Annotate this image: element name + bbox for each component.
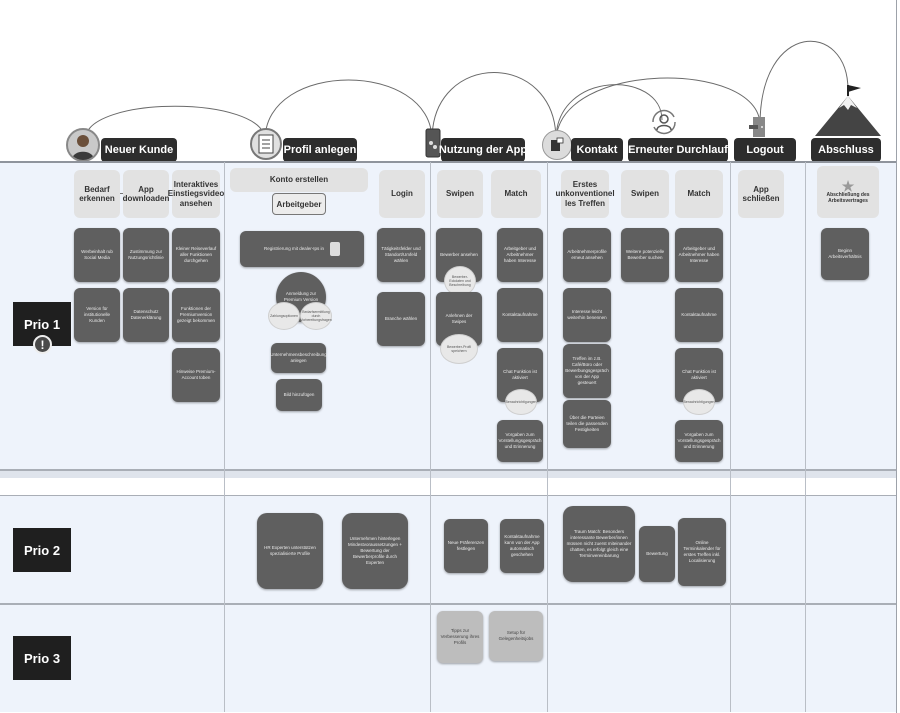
journey-arcs [84, 40, 849, 141]
card: Funktionen der Premiumversion gezeigt be… [172, 288, 220, 342]
card: Tipps zur Verbesserung ihres Profils [437, 611, 483, 663]
sub-erstes-treffen: Erstes unkonventionel les Treffen [555, 170, 615, 218]
refresh-user-icon [648, 106, 680, 143]
card: Arbeitnehmerprofile erneut ansehen [563, 228, 611, 282]
card: Vorgaben zum Vorstellungsgespräch und Er… [675, 420, 723, 462]
card-registrierung: Registrierung mit dealer-Ips in [240, 231, 364, 267]
sub-abschliessung-label: Abschließung des Arbeitsvertrages [826, 192, 870, 204]
card: Neue Präferenzen festlegen [444, 519, 488, 573]
prio-3-label: Prio 3 [13, 636, 71, 680]
card: Arbeitgeber und Arbeitnehmer haben Inter… [675, 228, 723, 282]
door-icon [749, 116, 769, 143]
card: Interesse leicht weiterhin benennen [563, 288, 611, 342]
column-divider [547, 162, 548, 712]
card-registrierung-label: Registrierung mit dealer-Ips in [263, 246, 325, 252]
warning-icon: ! [33, 335, 52, 354]
sub-swipen-2: Swipen [621, 170, 669, 218]
card: Setup für Gelegenheitsjobs [489, 611, 543, 661]
sub-konto-erstellen: Konto erstellen [230, 168, 368, 192]
card: Tätigkeitsfelder und Standort/Umfeld wäh… [377, 228, 425, 282]
card: Kontaktaufnahme [675, 288, 723, 342]
card: Online Terminkalender für erstes Treffen… [678, 518, 726, 586]
sub-app-schliessen: App schließen [738, 170, 784, 218]
card: Treffen im z.B. Café/Büro oder Bewerbung… [563, 344, 611, 398]
sub-app-downloaden: App downloaden [123, 170, 169, 218]
sub-match-2: Match [675, 170, 723, 218]
card: Vorgaben zum Vorstellungsgespräch und Er… [497, 420, 543, 462]
sub-einstiegsvideo: Interaktives Einstiegsvideo ansehen [168, 170, 224, 218]
phase-profil-anlegen: Profil anlegen [283, 138, 357, 162]
divider-prio2-top [0, 495, 897, 496]
column-divider [730, 162, 731, 712]
phase-kontakt: Kontakt [571, 138, 623, 162]
card: Bild hinzufügen [276, 379, 322, 411]
divider-prio3 [0, 603, 897, 605]
card: HR Experten unterstützen spezialisierte … [257, 513, 323, 589]
column-divider [805, 162, 806, 712]
bubble-benachrichtigungen-2: Benachrichtigungen [683, 389, 715, 415]
card: Branche wählen [377, 292, 425, 346]
card: Unternehmensbeschreibung anlegen [270, 343, 327, 373]
column-divider [430, 162, 431, 712]
card: Werbeinhalt rub Social Media [74, 228, 120, 282]
chat-icon [542, 130, 572, 160]
card: Beginn Arbeitsverhältnis [821, 228, 869, 280]
arbeitgeber-button[interactable]: Arbeitgeber [272, 193, 326, 215]
bubble-bedarfsermittlung: Bedarfsermittlung durch Vorbereitungsfra… [300, 302, 332, 330]
card: Kleiner Reiseverlauf aller Funktionen du… [172, 228, 220, 282]
arrow-separator [120, 193, 123, 194]
phone-small-icon [330, 242, 341, 256]
card: Version für institutionelle Kunden [74, 288, 120, 342]
divider-prio1 [0, 469, 897, 471]
card: Weitere potenzielle Bewerber suchen [621, 228, 669, 282]
card: Unternehmen hinterlegen Mindestvorausset… [342, 513, 408, 589]
bubble-benachrichtigungen: Benachrichtigungen [505, 389, 537, 415]
card: Datenschutz Datenerklärung [123, 288, 169, 342]
card: Bewertung [639, 526, 675, 582]
phase-nutzung-der-app: Nutzung der App [439, 138, 527, 162]
phone-icon [425, 128, 441, 163]
phase-neuer-kunde: Neuer Kunde [101, 138, 177, 162]
sub-login: Login [379, 170, 425, 218]
card: Kontaktaufnahme kann von der App automat… [500, 519, 544, 573]
bubble-zahlungsoptionen: Zahlungsoptionen [268, 302, 300, 330]
card: Kontaktaufnahme [497, 288, 543, 342]
card: Hinweise Premium-Account toben [172, 348, 220, 402]
column-divider [224, 162, 225, 712]
star-icon: ★ [841, 178, 855, 195]
card: Über die Parteien teilen die passenden F… [563, 400, 611, 448]
sub-match: Match [491, 170, 541, 218]
user-icon [66, 128, 100, 162]
card: Zustimmung zur Nutzungsrichtlinie [123, 228, 169, 282]
divider-top [0, 161, 897, 163]
phase-logout: Logout [734, 138, 796, 162]
prio-2-label: Prio 2 [13, 528, 71, 572]
mountain-flag-icon [813, 84, 883, 143]
phase-abschluss: Abschluss [811, 138, 881, 162]
sub-bedarf-erkennen: Bedarf erkennen [74, 170, 120, 218]
card: Traum Match: Besonders interessante Bewe… [563, 506, 635, 582]
sub-swipen: Swipen [437, 170, 483, 218]
band-prio-1-footer [0, 470, 897, 478]
page-right-edge [896, 0, 897, 713]
bubble-eckdaten: Bewerber-Eckdaten und Beschreibung [444, 266, 476, 296]
bubble-profil-speichern: Bewerber-Profil speichern [440, 334, 478, 364]
document-icon [250, 128, 282, 160]
phase-erneuter-durchlauf: Erneuter Durchlauf [628, 138, 728, 162]
sub-abschliessung: ★ Abschließung des Arbeitsvertrages [817, 166, 879, 218]
card: Arbeitgeber und Arbeitnehmer haben Inter… [497, 228, 543, 282]
